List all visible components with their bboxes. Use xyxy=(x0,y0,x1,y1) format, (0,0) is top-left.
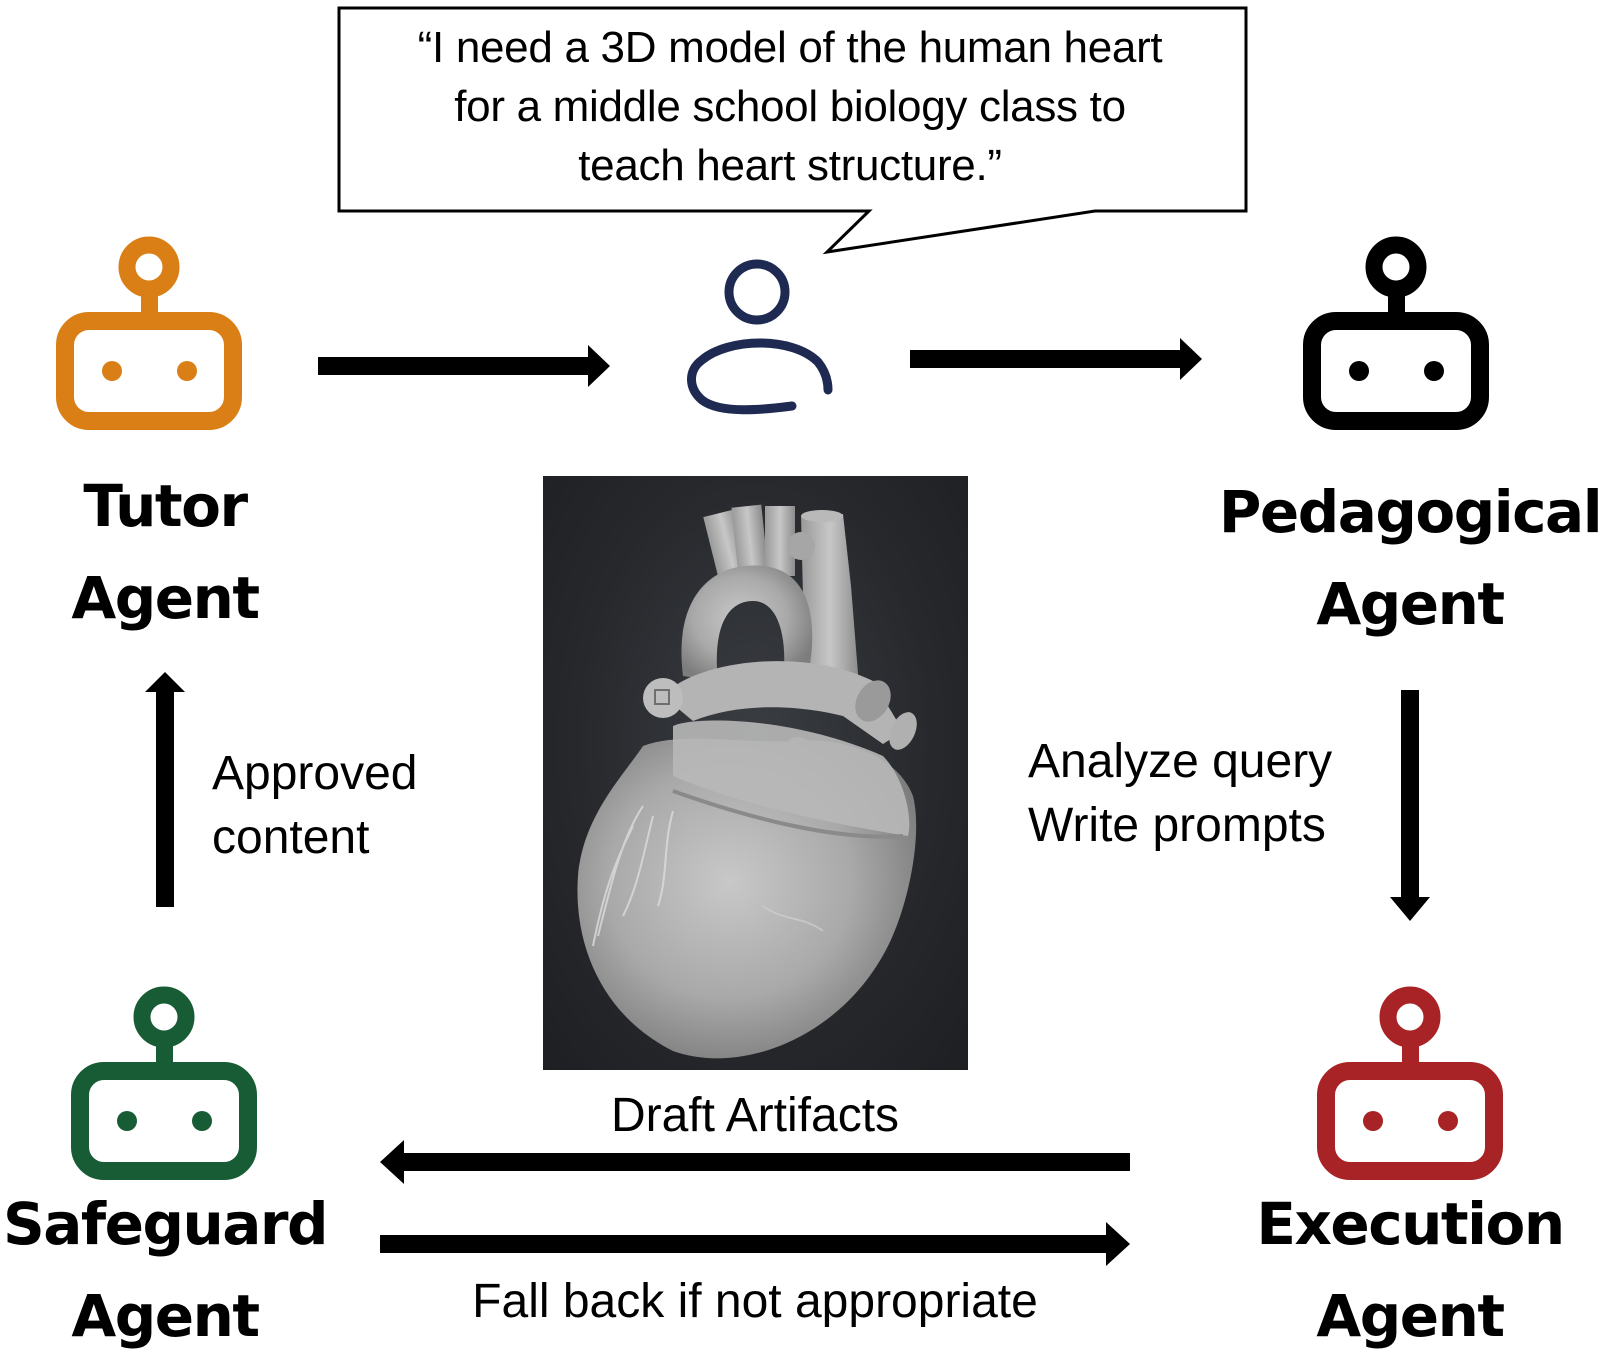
safeguard-agent-name-line2: Agent xyxy=(71,1282,260,1350)
execution-robot-icon xyxy=(1317,986,1503,1180)
safeguard-agent-name-line1: Safeguard xyxy=(2,1190,329,1258)
user-person-icon xyxy=(687,259,833,415)
user-query-line: for a middle school biology class to xyxy=(454,82,1126,131)
approved-content-label: Approved content xyxy=(212,742,417,870)
tutor-agent-label: Tutor Agent xyxy=(0,460,330,644)
arrow-user-to-pedagogical xyxy=(910,338,1202,380)
arrow-tutor-to-user xyxy=(318,345,610,387)
execution-agent-name-line2: Agent xyxy=(1316,1282,1505,1350)
fall-back-label: Fall back if not appropriate xyxy=(472,1275,1038,1328)
safeguard-robot-icon xyxy=(71,986,257,1180)
execution-agent-label: Execution Agent xyxy=(1245,1178,1575,1362)
pedagogical-agent-label: Pedagogical Agent xyxy=(1215,466,1600,650)
write-prompts-line: Write prompts xyxy=(1028,799,1326,852)
arrow-safeguard-to-execution xyxy=(380,1222,1130,1266)
arrow-execution-to-safeguard xyxy=(380,1140,1130,1184)
execution-agent-name-line1: Execution xyxy=(1256,1190,1565,1258)
safeguard-agent-label: Safeguard Agent xyxy=(0,1178,330,1362)
draft-artifacts-label: Draft Artifacts xyxy=(610,1089,900,1142)
user-query-line: teach heart structure.” xyxy=(578,141,1002,190)
arrow-safeguard-to-tutor xyxy=(145,672,185,907)
pedagogical-agent-name-line2: Agent xyxy=(1316,570,1505,638)
approved-content-line2: content xyxy=(212,811,370,864)
pedagogical-robot-icon xyxy=(1303,236,1489,430)
user-query-text: “I need a 3D model of the human heart fo… xyxy=(340,18,1240,195)
approved-content-line1: Approved xyxy=(212,747,418,800)
analyze-write-label: Analyze query Write prompts xyxy=(1028,730,1332,858)
heart-model-image xyxy=(543,476,968,1070)
tutor-agent-name-line2: Agent xyxy=(71,564,260,632)
speech-bubble xyxy=(337,6,1248,255)
pedagogical-agent-name-line1: Pedagogical xyxy=(1218,478,1600,546)
user-query-line: “I need a 3D model of the human heart xyxy=(417,23,1163,72)
tutor-agent-name-line1: Tutor xyxy=(83,472,248,540)
tutor-robot-icon xyxy=(56,236,242,430)
arrow-pedagogical-to-execution xyxy=(1390,690,1430,921)
analyze-query-line: Analyze query xyxy=(1028,735,1333,788)
heart-model-icon xyxy=(577,504,917,1059)
